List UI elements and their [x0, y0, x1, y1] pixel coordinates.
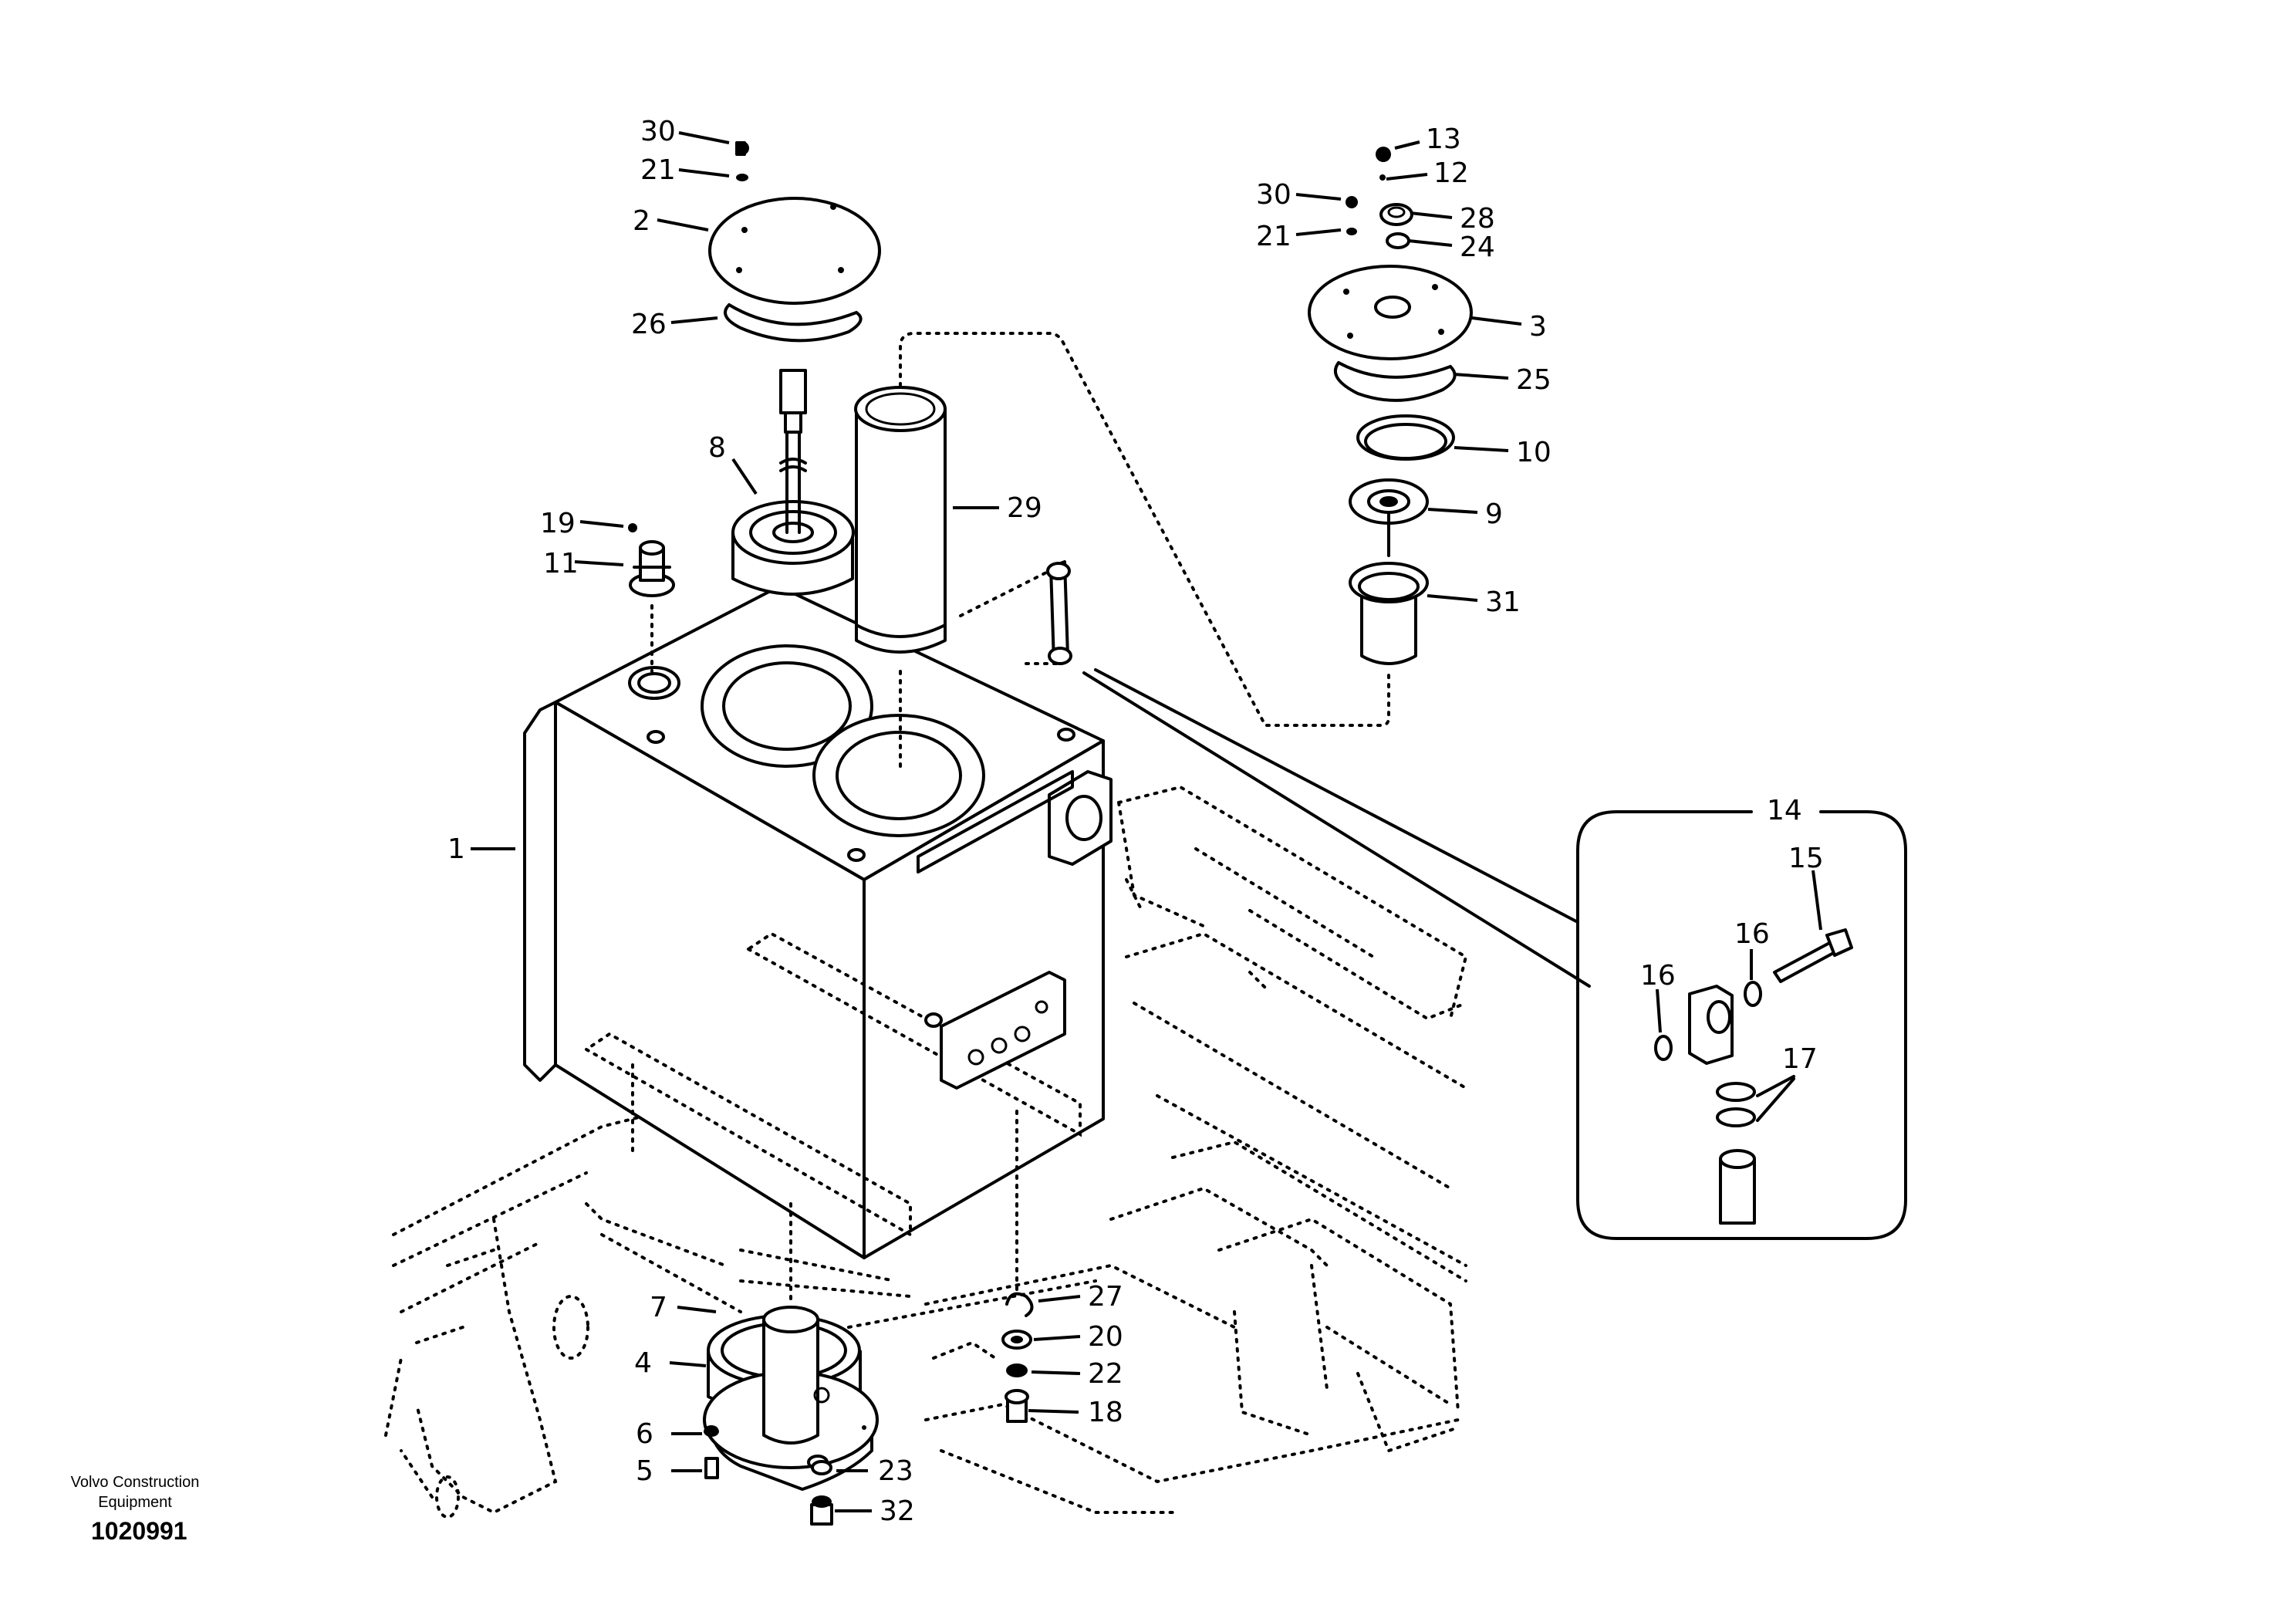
callout-20: 20: [1088, 1321, 1123, 1353]
detail-box-14: [1576, 810, 1907, 1240]
callout-8: 8: [708, 432, 726, 464]
callout-16a: 16: [1734, 918, 1770, 950]
drain-fasteners: [704, 1425, 833, 1526]
callout-22: 22: [1088, 1358, 1123, 1390]
assembly-lines: [631, 332, 1390, 1306]
cover-2: [708, 141, 881, 343]
callout-12: 12: [1433, 157, 1469, 189]
callout-14: 14: [1767, 795, 1802, 826]
callout-3: 3: [1529, 311, 1547, 343]
level-gauge: [1046, 560, 1072, 665]
callout-2: 2: [633, 205, 650, 237]
callout-15: 15: [1788, 843, 1824, 874]
callout-26: 26: [631, 309, 667, 340]
hydraulic-tank: [523, 585, 1113, 1259]
callout-32: 32: [880, 1495, 915, 1527]
callout-24: 24: [1460, 231, 1495, 263]
callout-6: 6: [636, 1418, 653, 1450]
company-name: Volvo Construction Equipment: [70, 1474, 200, 1511]
callout-19: 19: [540, 508, 576, 539]
callout-labels: 30 21 2 26 8 29 19 11 1 13 12 30 21 28 2…: [447, 116, 1824, 1527]
callout-30b: 30: [1256, 179, 1292, 211]
suction-strainer-7-4: [703, 1306, 879, 1491]
callout-23: 23: [878, 1455, 913, 1487]
callout-11: 11: [543, 548, 579, 580]
callout-28: 28: [1460, 203, 1495, 235]
callout-4: 4: [634, 1347, 652, 1379]
callout-18: 18: [1088, 1397, 1123, 1428]
callout-25: 25: [1516, 364, 1551, 396]
callout-21: 21: [640, 154, 676, 186]
callout-10: 10: [1516, 437, 1551, 468]
callout-27: 27: [1088, 1281, 1123, 1313]
mount-fasteners: [1001, 1292, 1034, 1423]
callout-9: 9: [1485, 498, 1503, 530]
callout-21b: 21: [1256, 221, 1292, 252]
breather-8: [731, 369, 855, 596]
background-frame: [384, 785, 1468, 1519]
callout-17: 17: [1782, 1043, 1818, 1075]
callout-29: 29: [1007, 492, 1042, 524]
callout-7: 7: [650, 1292, 667, 1323]
callout-5: 5: [636, 1455, 653, 1487]
callout-31: 31: [1485, 586, 1521, 618]
cover-3-assembly: [1308, 147, 1473, 665]
breather-11: [628, 523, 675, 597]
callout-leaders: [471, 131, 1822, 1512]
drawing-number: 1020991: [91, 1517, 187, 1545]
leader-line-14: [1082, 668, 1591, 988]
filter-element-29: [854, 386, 947, 654]
callout-13: 13: [1426, 123, 1461, 155]
callout-16b: 16: [1640, 960, 1676, 992]
callout-30: 30: [640, 116, 676, 147]
callout-1: 1: [447, 833, 465, 865]
